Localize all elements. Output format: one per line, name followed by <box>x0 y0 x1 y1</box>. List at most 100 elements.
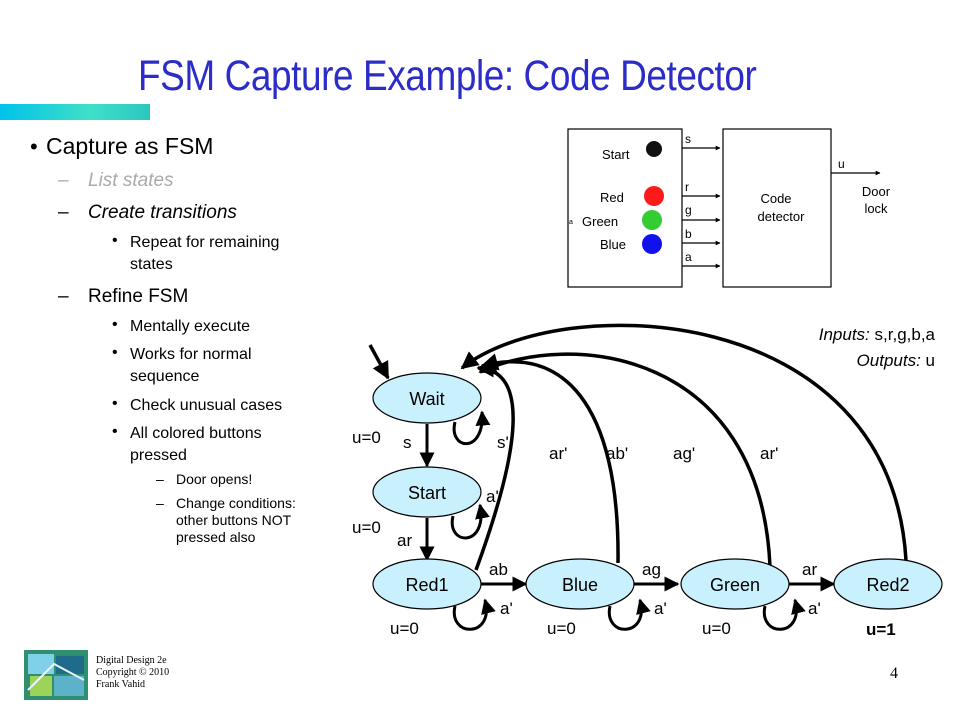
label-red1-wait: ar' <box>549 444 567 463</box>
label-green-wait: ag' <box>673 444 695 463</box>
book-cover-logo <box>24 650 88 700</box>
bullet-dot: • <box>112 232 118 249</box>
output-green: u=0 <box>702 619 731 638</box>
output-start: u=0 <box>352 518 381 537</box>
label-start-red1: ar <box>397 531 412 550</box>
slide-title: FSM Capture Example: Code Detector <box>138 52 757 100</box>
state-red2-label: Red2 <box>866 575 909 595</box>
logo-tile <box>54 676 84 696</box>
door-lock-label-line1: Door <box>862 184 891 199</box>
label-green-self: a' <box>808 599 821 618</box>
dash-marker: – <box>58 286 69 307</box>
code-detector-label-line1: Code <box>760 191 791 206</box>
label-red2-wait: ar' <box>760 444 778 463</box>
outputs-label: Outputs: u <box>857 351 935 370</box>
signal-r-label: r <box>685 180 689 194</box>
logo-tile <box>28 654 54 674</box>
loop-start-self <box>450 503 490 540</box>
bullet-change-line2: other buttons NOT <box>176 512 292 528</box>
inputs-list: s,r,g,b,a <box>870 325 936 344</box>
transition-labels: s s' a' ar ab a' ag a' ar a' ar' ab' ag'… <box>397 433 821 618</box>
output-red1: u=0 <box>390 619 419 638</box>
dash-marker: – <box>58 170 69 191</box>
loop-red1-self <box>452 598 496 631</box>
fsm-states: Wait Start Red1 Blue Green Red2 <box>372 372 943 610</box>
bullet-works-line1: Works for normal <box>130 346 252 363</box>
dash-marker: – <box>156 495 164 511</box>
return-arcs <box>368 323 908 571</box>
arc-green-to-wait <box>478 352 772 567</box>
signal-s-label: s <box>685 132 691 146</box>
inputs-label-prefix: Inputs: <box>819 325 870 344</box>
outputs-list: u <box>921 351 935 370</box>
label-start-self: a' <box>486 487 499 506</box>
initial-arrow <box>368 344 390 380</box>
output-red2: u=1 <box>866 620 896 639</box>
bullet-change-line1: Change conditions: <box>176 495 296 511</box>
page-number: 4 <box>890 665 898 682</box>
green-button-label: Green <box>582 214 618 229</box>
inputs-label: Inputs: s,r,g,b,a <box>819 325 936 344</box>
bullet-repeat-line1: Repeat for remaining <box>130 234 280 251</box>
state-blue <box>525 558 635 610</box>
dash-marker: – <box>156 471 164 487</box>
title-accent-bar <box>0 104 150 120</box>
logo-tile <box>56 656 84 674</box>
bullet-dot: • <box>30 134 38 159</box>
footer-line3: Frank Vahid <box>96 679 145 690</box>
outputs-label-prefix: Outputs: <box>857 351 922 370</box>
label-wait-start: s <box>403 433 412 452</box>
signal-b-label: b <box>685 227 692 241</box>
door-lock-label-line2: lock <box>864 201 888 216</box>
bullet-all-line2: pressed <box>130 447 187 464</box>
logo-stroke <box>27 662 85 691</box>
output-blue: u=0 <box>547 619 576 638</box>
footer-line1: Digital Design 2e <box>96 655 167 666</box>
state-outputs: u=0 u=0 u=0 u=0 u=0 u=1 <box>352 428 896 639</box>
label-blue-self: a' <box>654 599 667 618</box>
bullet-change-line3: pressed also <box>176 529 256 545</box>
blue-button-label: Blue <box>600 237 626 252</box>
bullet-list: • Capture as FSM – List states – Create … <box>0 0 340 600</box>
bullet-mentally-execute: Mentally execute <box>130 318 251 335</box>
output-u-label: u <box>838 157 845 171</box>
self-loops <box>450 410 806 631</box>
button-panel-box <box>567 128 683 288</box>
label-red1-self: a' <box>500 599 513 618</box>
bullet-check-unusual: Check unusual cases <box>130 397 283 414</box>
state-red1 <box>372 558 482 610</box>
forward-transitions <box>419 424 836 592</box>
label-blue-wait: ab' <box>606 444 628 463</box>
bullet-door-opens: Door opens! <box>176 471 253 487</box>
red-button-label: Red <box>600 190 624 205</box>
arc-red2-to-wait <box>460 323 908 561</box>
bullet-all-line1: All colored buttons <box>130 425 262 442</box>
dash-marker: – <box>58 202 69 223</box>
label-blue-green: ag <box>642 560 661 579</box>
bullet-dot: • <box>112 316 118 333</box>
code-detector-block-diagram: Start Red Green a Blue s r g b a Code de… <box>567 128 891 288</box>
bullet-works-line2: sequence <box>130 368 200 385</box>
loop-blue-self <box>607 598 651 631</box>
signal-g-label: g <box>685 203 692 217</box>
bullet-refine-fsm: Refine FSM <box>88 286 189 307</box>
bullet-dot: • <box>112 423 118 440</box>
red-button <box>644 186 664 206</box>
state-wait-label: Wait <box>409 389 444 409</box>
state-blue-label: Blue <box>562 575 598 595</box>
output-wait: u=0 <box>352 428 381 447</box>
start-button <box>646 141 662 157</box>
code-detector-box <box>722 128 832 288</box>
bullet-dot: • <box>112 395 118 412</box>
state-wait <box>372 372 482 424</box>
state-start-label: Start <box>408 483 446 503</box>
bullet-repeat-line2: states <box>130 256 173 273</box>
bullet-create-transitions: Create transitions <box>88 202 237 223</box>
label-wait-self: s' <box>497 433 509 452</box>
label-red1-blue: ab <box>489 560 508 579</box>
state-red2 <box>833 558 943 610</box>
footer-line2: Copyright © 2010 <box>96 667 170 678</box>
loop-wait-self <box>452 410 491 446</box>
state-start <box>372 466 482 518</box>
